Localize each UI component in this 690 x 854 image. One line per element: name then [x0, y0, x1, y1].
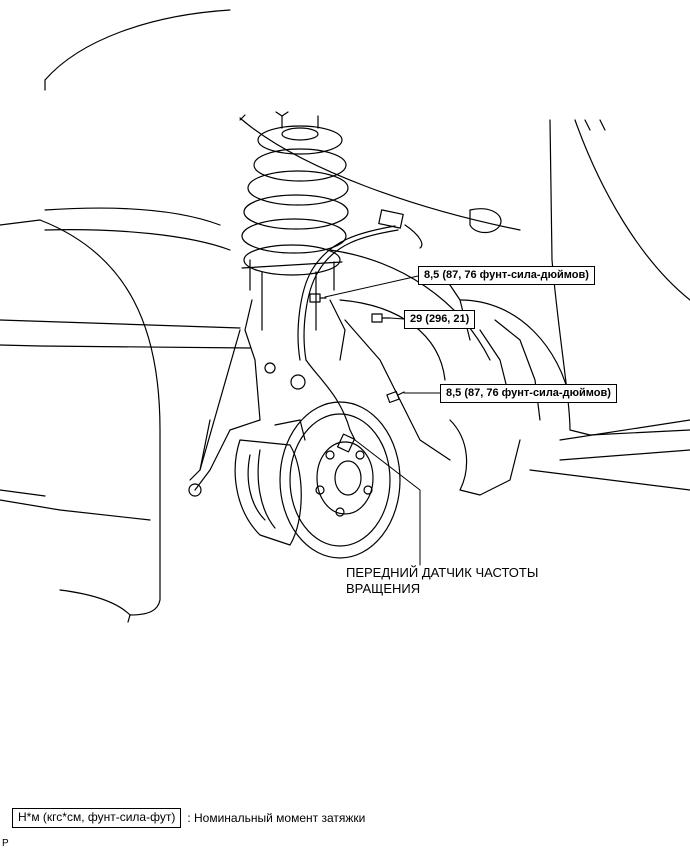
- torque-label-knuckle-bolt: 29 (296, 21): [404, 310, 476, 329]
- leader-lines: [324, 275, 441, 566]
- brake-disc: [279, 401, 401, 559]
- torque-legend: Н*м (кгс*см, фунт-сила-фут) : Номинальны…: [12, 808, 365, 828]
- steering-knuckle: [188, 299, 346, 497]
- legend-description: : Номинальный момент затяжки: [187, 811, 366, 825]
- brake-caliper: [234, 419, 306, 546]
- coil-spring: [241, 111, 349, 331]
- torque-label-upper-bolt: 8,5 (87, 76 фунт-сила-дюймов): [418, 266, 595, 285]
- body-panel: [439, 119, 690, 491]
- speed-sensor: [337, 429, 356, 453]
- bolt-upper: [309, 293, 327, 303]
- fender-outline: [0, 9, 521, 623]
- part-label-front-speed-sensor: ПЕРЕДНИЙ ДАТЧИК ЧАСТОТЫ ВРАЩЕНИЯ: [346, 565, 538, 597]
- sensor-harness: [297, 209, 423, 431]
- legend-unit-box: Н*м (кгс*см, фунт-сила-фут): [12, 808, 182, 828]
- bolt-lower: [386, 390, 405, 404]
- bolt-knuckle: [371, 313, 391, 323]
- part-label-line1: ПЕРЕДНИЙ ДАТЧИК ЧАСТОТЫ: [346, 565, 539, 580]
- torque-label-lower-bolt: 8,5 (87, 76 фунт-сила-дюймов): [440, 384, 617, 403]
- part-label-line2: ВРАЩЕНИЯ: [346, 581, 421, 596]
- corner-code: P: [2, 838, 9, 849]
